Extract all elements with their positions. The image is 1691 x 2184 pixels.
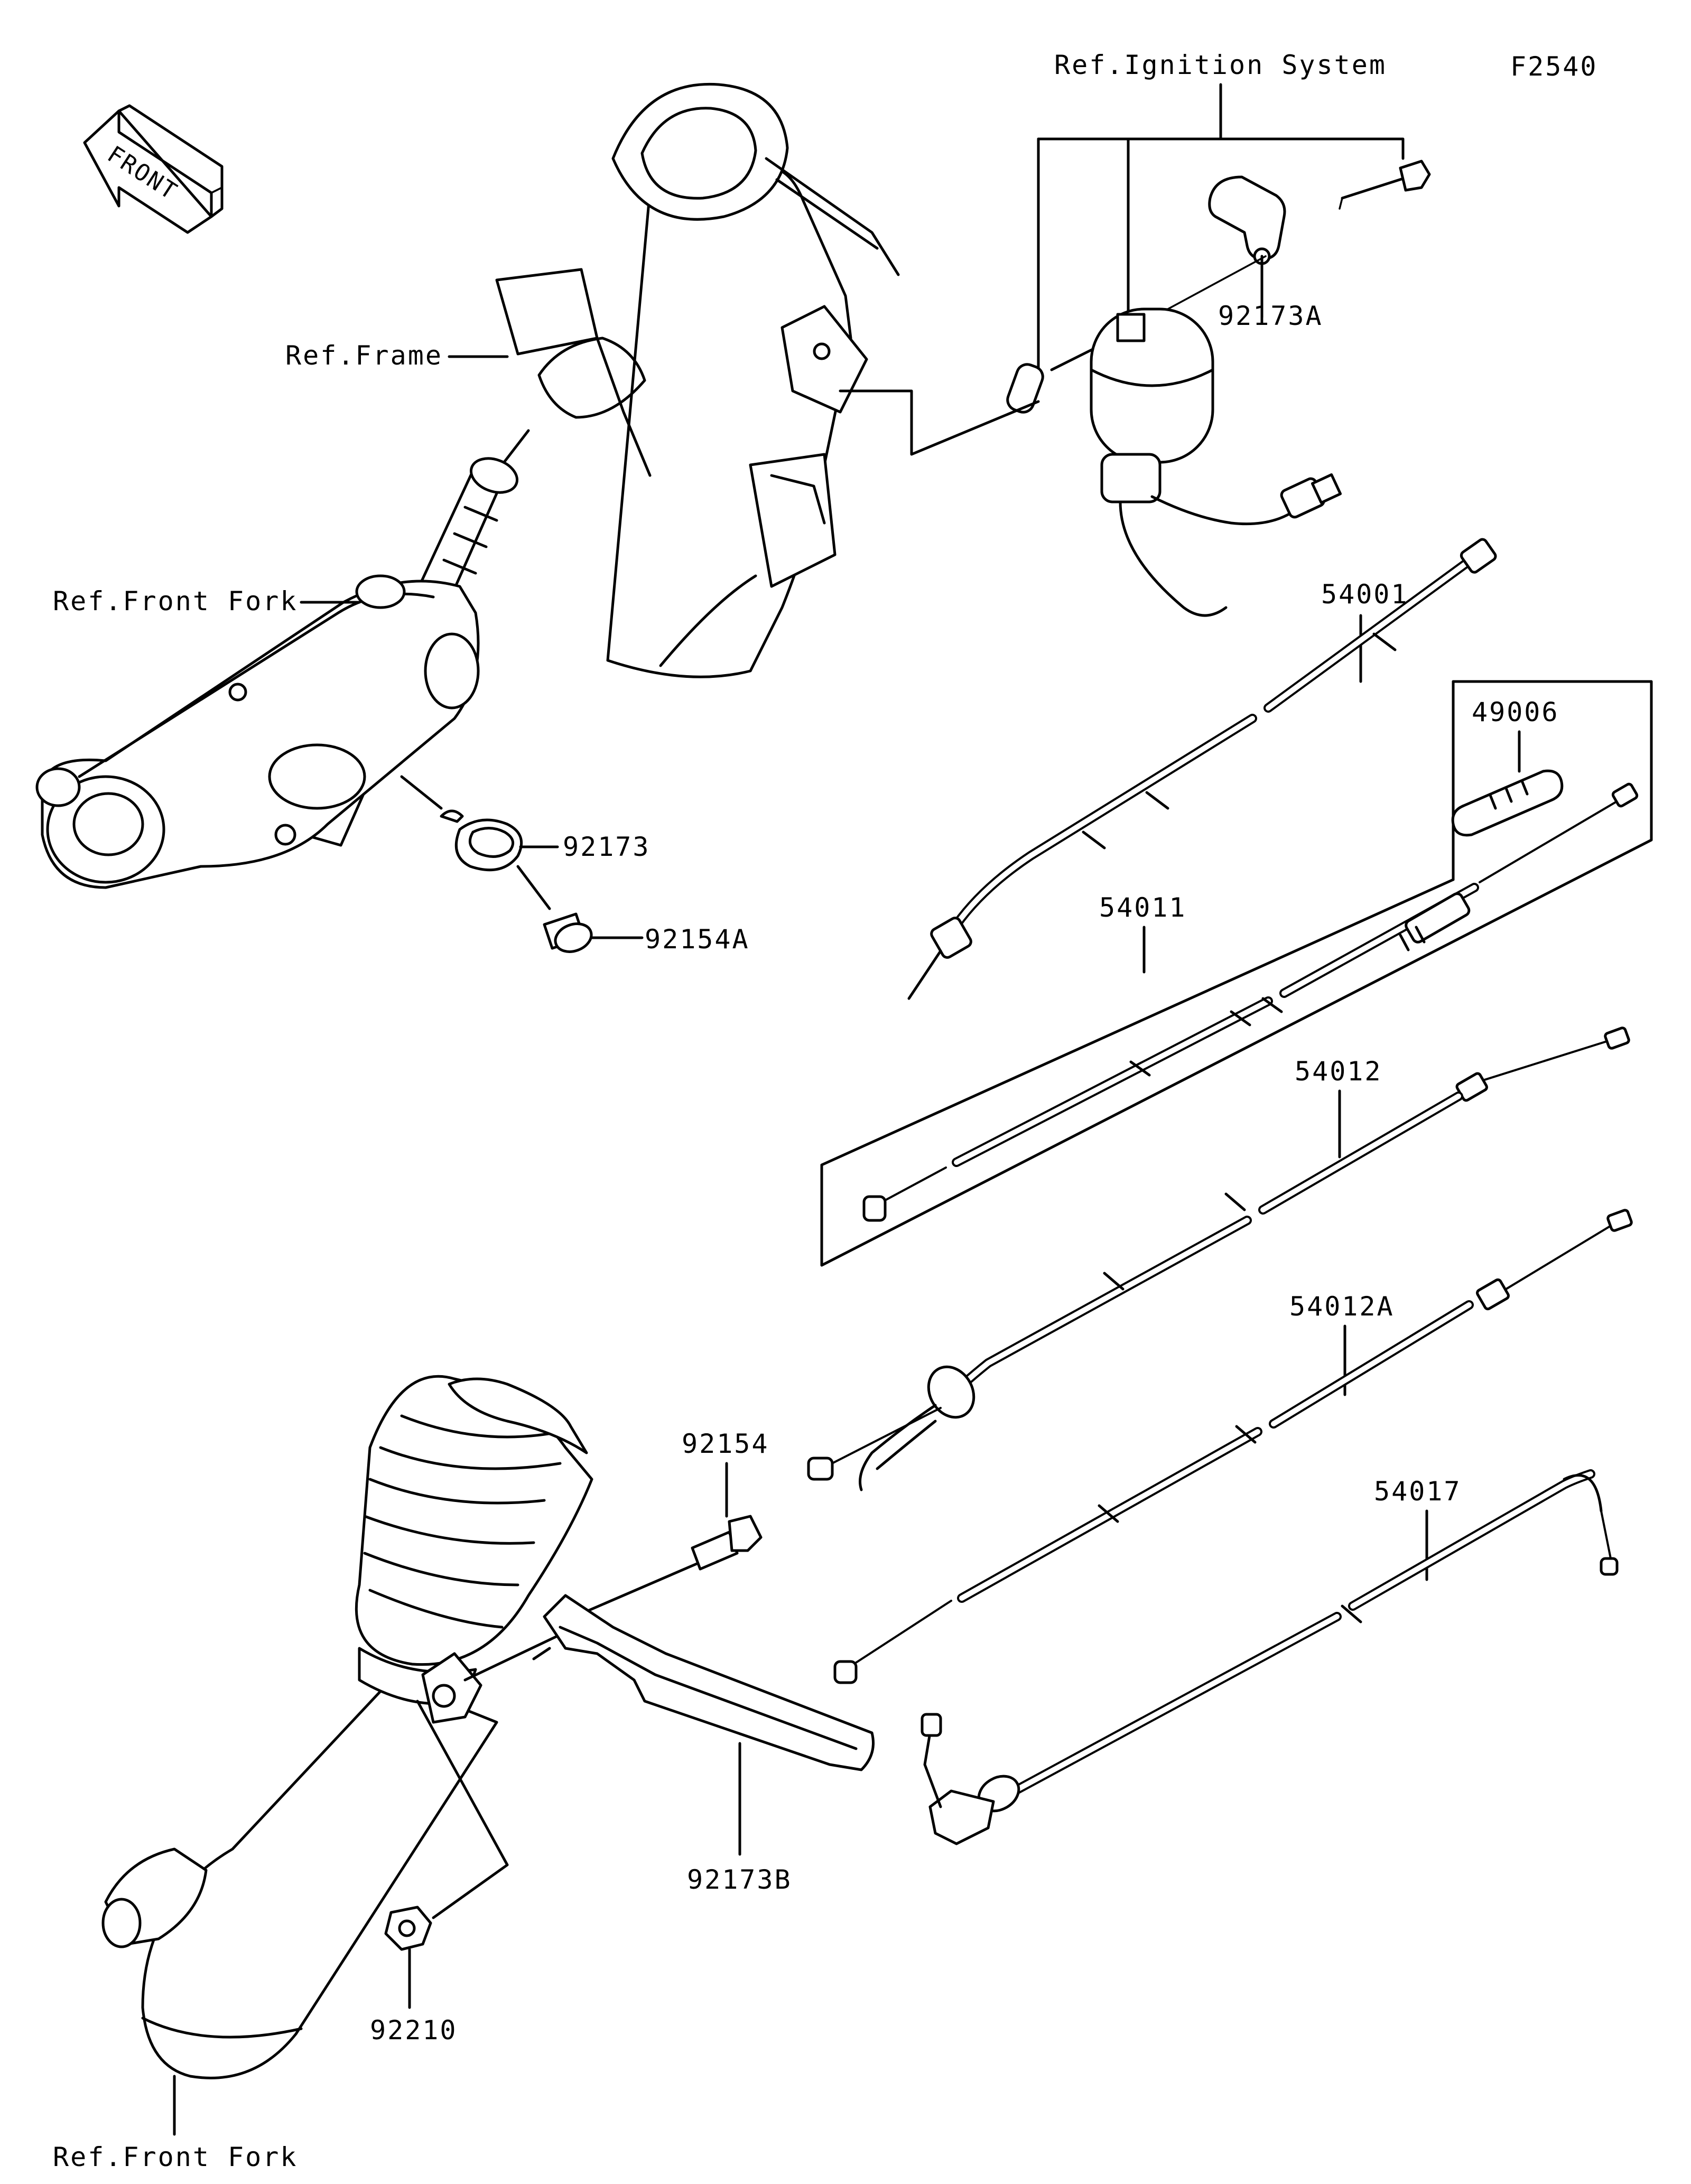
part-92210-label: 92210 [370, 2015, 458, 2046]
part-92173A-label: 92173A [1218, 301, 1323, 331]
part-54001-label: 54001 [1321, 579, 1409, 610]
diagram-code: F2540 [1510, 51, 1598, 82]
part-92154A-label: 92154A [645, 924, 750, 955]
choke-cable-54017: 54017 [921, 1469, 1619, 1845]
lower-front-fork-assembly: Ref.Front Fork [53, 1375, 704, 2172]
frame-assembly: Ref.Frame [285, 82, 1040, 678]
cable-boot-49006: 49006 [1451, 697, 1564, 837]
ref-ignition-system-label: Ref.Ignition System [1054, 50, 1387, 80]
part-54017-label: 54017 [1374, 1476, 1462, 1507]
clutch-cable-group-box [820, 680, 1653, 1267]
part-54011-label: 54011 [1099, 892, 1187, 923]
throttle-cable-54012A: 54012A [833, 1209, 1633, 1684]
ignition-system-reference: Ref.Ignition System [1037, 50, 1405, 371]
ref-frame-label: Ref.Frame [285, 340, 443, 371]
front-direction-arrow-icon: FRONT [83, 104, 224, 234]
part-92173B-label: 92173B [687, 1864, 792, 1895]
nut-92210: 92210 [370, 1906, 458, 2046]
part-92154-label: 92154 [682, 1429, 769, 1459]
ref-front-fork-lower-label: Ref.Front Fork [53, 2142, 298, 2172]
part-49006-label: 49006 [1472, 697, 1559, 727]
steering-stem-assembly: Ref.Front Fork 92173 92154A [35, 429, 750, 955]
part-92173-label: 92173 [563, 832, 651, 862]
ignition-coil-assembly: 92173A [1006, 160, 1431, 617]
throttle-cable-54012: 54012 [807, 1026, 1630, 1491]
bolt-92154: 92154 [682, 1429, 769, 1571]
speedometer-cable-54001: 54001 [907, 538, 1497, 1000]
part-54012A-label: 54012A [1289, 1291, 1395, 1322]
clamp-92173B: 92173B [543, 1594, 875, 1895]
ref-front-fork-upper-label: Ref.Front Fork [53, 586, 298, 617]
clutch-cable-54011: 54011 [862, 782, 1639, 1222]
part-54012-label: 54012 [1295, 1056, 1382, 1087]
